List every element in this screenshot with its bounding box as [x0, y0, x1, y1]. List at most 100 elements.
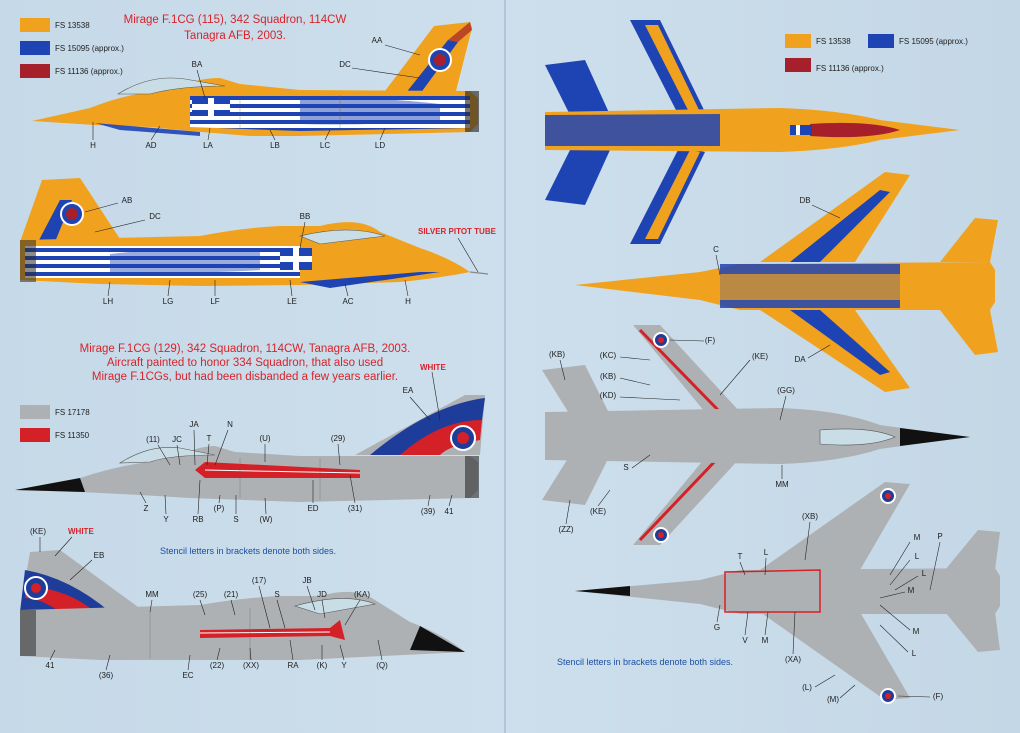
- callout-label: (U): [259, 434, 270, 443]
- top-view-115: [545, 20, 960, 244]
- callout-label: MM: [145, 590, 159, 599]
- callout-label: JA: [189, 420, 199, 429]
- swatch-label: FS 11136 (approx.): [55, 67, 123, 76]
- callout-label: H: [90, 141, 96, 150]
- callout-label: M: [913, 627, 920, 636]
- callout-label: LD: [375, 141, 385, 150]
- callout-label: (39): [421, 507, 436, 516]
- callout-label: BA: [192, 60, 203, 69]
- profile-115-left-side: [32, 22, 479, 136]
- callout-label: G: [714, 623, 720, 632]
- callout-label: LF: [210, 297, 219, 306]
- callout-label: (XB): [802, 512, 818, 521]
- callout-label: LH: [103, 297, 113, 306]
- callout-label: M: [908, 586, 915, 595]
- callout-label: T: [738, 552, 743, 561]
- profile4-labels: (KE) WHITE EB MM (25) (21) (17) S JB JD …: [30, 527, 388, 680]
- section2-title-line3: Mirage F.1CGs, but had been disbanded a …: [92, 371, 398, 383]
- callout-label: L: [915, 552, 920, 561]
- swatch-label: FS 13538: [55, 21, 90, 30]
- callout-label: LE: [287, 297, 297, 306]
- stencil-note-left: Stencil letters in brackets denote both …: [160, 546, 336, 556]
- callout-label: (KA): [354, 590, 370, 599]
- callout-label: (KD): [600, 391, 617, 400]
- callout-label: V: [742, 636, 748, 645]
- callout-label: (KE): [590, 507, 606, 516]
- callout-label: DC: [149, 212, 161, 221]
- callout-label: ED: [307, 504, 318, 513]
- callout-label: S: [274, 590, 279, 599]
- silver-pitot-note: SILVER PITOT TUBE: [418, 227, 497, 236]
- callout-label: (XX): [243, 661, 259, 670]
- callout-label: (Q): [376, 661, 388, 670]
- callout-label: (29): [331, 434, 346, 443]
- callout-label: LG: [163, 297, 174, 306]
- profile-115-right-side: [20, 178, 489, 288]
- legend-left-top: FS 13538 FS 15095 (approx.) FS 11136 (ap…: [20, 18, 124, 78]
- callout-label: (W): [260, 515, 273, 524]
- callout-label: (K): [317, 661, 328, 670]
- top-view-129-labels: (KB) (F) (KC) (KE) (KB) (KD) (GG) S MM (…: [549, 336, 795, 534]
- callout-label: C: [713, 245, 719, 254]
- callout-label: JB: [302, 576, 311, 585]
- callout-label: Z: [144, 504, 149, 513]
- stencil-note-right: Stencil letters in brackets denote both …: [557, 657, 733, 667]
- callout-label: (KB): [600, 372, 616, 381]
- callout-label: JD: [317, 590, 327, 599]
- callout-label: RB: [192, 515, 203, 524]
- section2-title-line2: Aircraft painted to honor 334 Squadron, …: [107, 357, 383, 369]
- callout-label: (31): [348, 504, 363, 513]
- callout-label: BB: [300, 212, 311, 221]
- callout-label: AB: [122, 196, 133, 205]
- callout-label: (XA): [785, 655, 801, 664]
- swatch-fs13538: [20, 18, 50, 32]
- callout-label: T: [207, 434, 212, 443]
- top-views-labels-section1: DB C DA: [713, 196, 841, 364]
- white-note-2: WHITE: [68, 527, 94, 536]
- callout-label: N: [227, 420, 233, 429]
- callout-label: 41: [46, 661, 55, 670]
- section1-title: Mirage F.1CG (115), 342 Squadron, 114CW: [124, 14, 347, 26]
- section1-title-line2: Tanagra AFB, 2003.: [184, 30, 286, 42]
- callout-label: LB: [270, 141, 280, 150]
- callout-label: EC: [182, 671, 193, 680]
- callout-label: (KE): [30, 527, 46, 536]
- swatch-label: FS 15095 (approx.): [55, 44, 124, 53]
- callout-label: AA: [372, 36, 383, 45]
- callout-label: Y: [341, 661, 347, 670]
- swatch-fs15095: [20, 41, 50, 55]
- callout-label: (P): [214, 504, 225, 513]
- callout-label: DB: [799, 196, 810, 205]
- callout-label: (36): [99, 671, 114, 680]
- swatch-fs11136: [20, 64, 50, 78]
- profile2-labels: AB DC BB SILVER PITOT TUBE LH LG LF LE A…: [84, 196, 497, 306]
- swatch-label: FS 15095 (approx.): [899, 37, 968, 46]
- callout-label: H: [405, 297, 411, 306]
- bottom-view-129-labels: (XB) T L M L P L M M G V M (XA) L (L) (M…: [714, 512, 944, 704]
- callout-label: (KE): [752, 352, 768, 361]
- top-view-129: [542, 325, 970, 545]
- profile3-labels: WHITE EA (11) JC JA T N (U) (29) Z Y RB …: [139, 363, 454, 524]
- callout-label: 41: [445, 507, 454, 516]
- callout-label: L: [764, 548, 769, 557]
- callout-label: EB: [94, 551, 105, 560]
- callout-label: L: [912, 649, 917, 658]
- swatch-label: FS 13538: [816, 37, 851, 46]
- callout-label: (25): [193, 590, 208, 599]
- callout-label: (F): [933, 692, 944, 701]
- swatch-label: FS 17178: [55, 408, 90, 417]
- callout-label: S: [623, 463, 628, 472]
- callout-label: Y: [163, 515, 169, 524]
- callout-label: DC: [339, 60, 351, 69]
- callout-label: (21): [224, 590, 239, 599]
- legend-right-top: FS 13538 FS 15095 (approx.) FS 11136 (ap…: [785, 34, 968, 73]
- callout-label: S: [233, 515, 238, 524]
- profile1-labels: AA BA DC H AD LA LB LC LD: [90, 36, 421, 150]
- callout-label: (F): [705, 336, 716, 345]
- callout-label: P: [937, 532, 942, 541]
- callout-label: (KC): [600, 351, 617, 360]
- section2-title: Mirage F.1CG (129), 342 Squadron, 114CW,…: [80, 343, 411, 355]
- profile-129-right-side: [20, 550, 465, 660]
